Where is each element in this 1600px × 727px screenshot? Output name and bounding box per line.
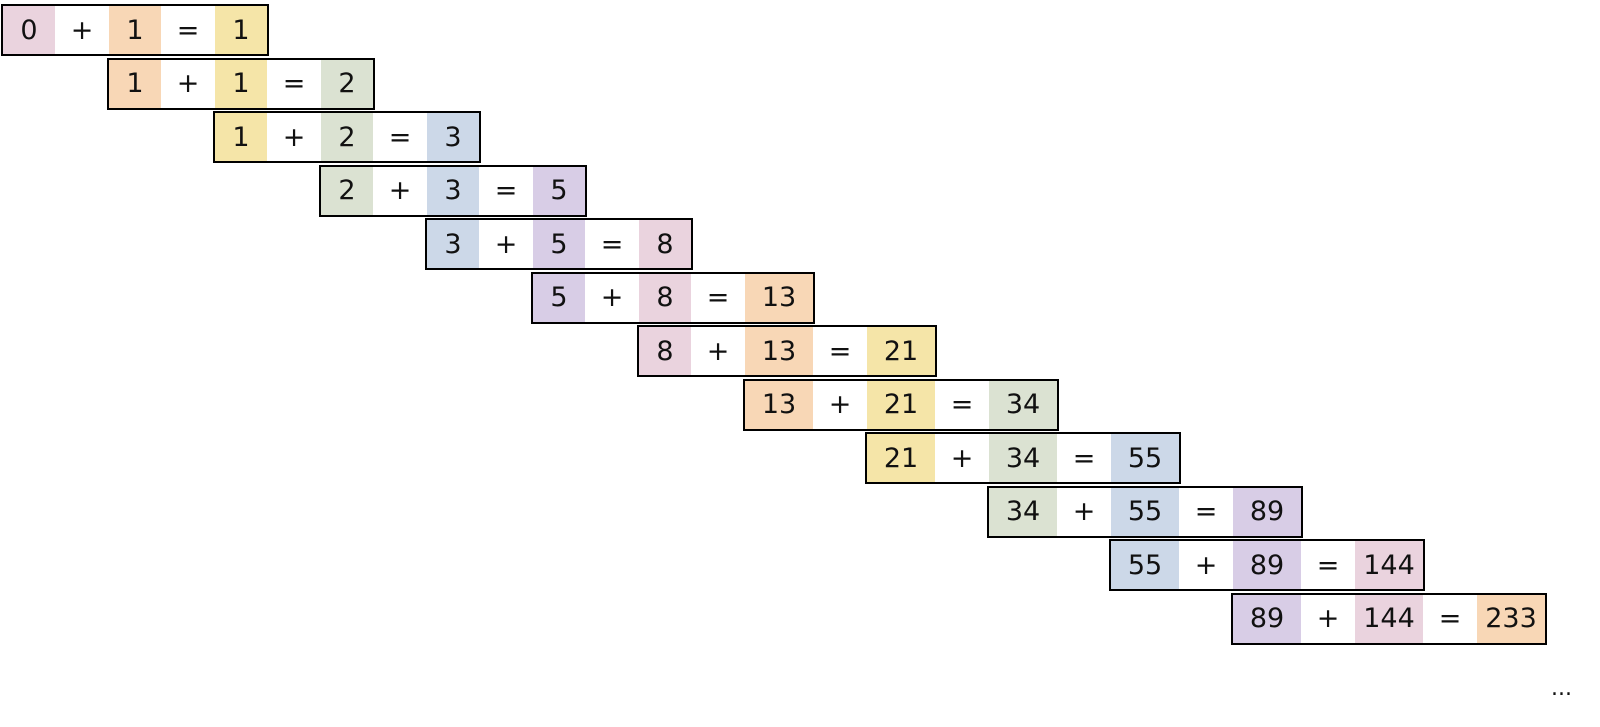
addend-a-cell: 34	[989, 487, 1057, 536]
equals-sign: =	[388, 121, 412, 153]
equation-row: 89 +144 = 233	[1231, 592, 1547, 645]
equals-sign: =	[600, 228, 624, 260]
plus-sign: +	[1072, 496, 1096, 527]
plus-sign: +	[828, 389, 852, 420]
plus-sign: +	[282, 121, 306, 153]
addend-a-cell: 3	[427, 220, 479, 268]
plus-sign: +	[706, 335, 730, 367]
equation-row: 2 +3 = 5	[319, 164, 587, 217]
addend-a-cell: 1	[215, 113, 267, 161]
equation-row: 0 +1 = 1	[1, 4, 269, 56]
equals-sign: =	[706, 282, 730, 313]
equals-sign: =	[176, 14, 200, 46]
plus-sign: +	[1316, 603, 1340, 634]
equation-row: 5 +8 = 13	[531, 271, 815, 324]
equation-row: 34 +55 = 89	[987, 485, 1303, 538]
sum-cell: 8	[639, 220, 691, 268]
addend-a-cell: 13	[745, 380, 813, 429]
sum-cell: 144	[1355, 541, 1423, 589]
addend-a-cell: 8	[639, 327, 691, 375]
equation-row: 1 +2 = 3	[213, 111, 481, 163]
addend-b-cell: 89	[1233, 541, 1301, 589]
equals-sign: =	[282, 68, 306, 99]
equals-sign: =	[828, 335, 852, 367]
addend-a-cell: 2	[321, 166, 373, 215]
plus-sign: +	[600, 282, 624, 313]
equation-row: 1 +1 = 2	[107, 57, 375, 110]
addend-b-cell: 21	[867, 380, 935, 429]
addend-a-cell: 0	[3, 6, 55, 54]
addend-b-cell: 34	[989, 434, 1057, 482]
addend-b-cell: 3	[427, 166, 479, 215]
sum-cell: 5	[533, 166, 585, 215]
addend-b-cell: 144	[1355, 594, 1423, 643]
sum-cell: 13	[745, 273, 813, 322]
equals-sign: =	[1072, 442, 1096, 474]
sum-cell: 89	[1233, 487, 1301, 536]
equation-row: 8 +13 = 21	[637, 325, 937, 377]
addend-b-cell: 1	[215, 59, 267, 108]
addend-b-cell: 1	[109, 6, 161, 54]
sum-cell: 55	[1111, 434, 1179, 482]
plus-sign: +	[70, 14, 94, 46]
addend-b-cell: 2	[321, 113, 373, 161]
sum-cell: 2	[321, 59, 373, 108]
equals-sign: =	[1194, 496, 1218, 527]
sum-cell: 3	[427, 113, 479, 161]
plus-sign: +	[388, 175, 412, 206]
equation-row: 3 +5 = 8	[425, 218, 693, 270]
plus-sign: +	[176, 68, 200, 99]
sum-cell: 34	[989, 380, 1057, 429]
equals-sign: =	[950, 389, 974, 420]
addend-b-cell: 8	[639, 273, 691, 322]
addend-b-cell: 5	[533, 220, 585, 268]
equation-row: 55 +89 = 144	[1109, 539, 1425, 591]
plus-sign: +	[494, 228, 518, 260]
equals-sign: =	[1438, 603, 1462, 634]
equation-row: 21 +34 = 55	[865, 432, 1181, 484]
equals-sign: =	[494, 175, 518, 206]
equation-row: 13 +21 = 34	[743, 378, 1059, 431]
addend-a-cell: 89	[1233, 594, 1301, 643]
addend-a-cell: 21	[867, 434, 935, 482]
addend-a-cell: 55	[1111, 541, 1179, 589]
equals-sign: =	[1316, 549, 1340, 581]
addend-b-cell: 13	[745, 327, 813, 375]
sum-cell: 21	[867, 327, 935, 375]
plus-sign: +	[1194, 549, 1218, 581]
sum-cell: 1	[215, 6, 267, 54]
addend-b-cell: 55	[1111, 487, 1179, 536]
sum-cell: 233	[1477, 594, 1545, 643]
addend-a-cell: 5	[533, 273, 585, 322]
continuation-ellipsis: ...	[1551, 676, 1572, 701]
plus-sign: +	[950, 442, 974, 474]
addend-a-cell: 1	[109, 59, 161, 108]
